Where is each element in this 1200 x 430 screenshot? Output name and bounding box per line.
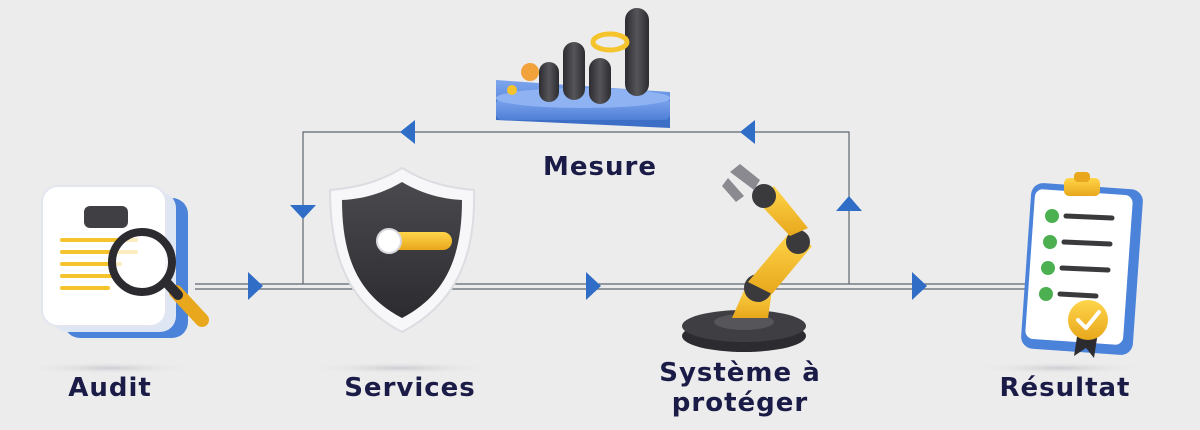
arrow-left-icon <box>740 120 755 144</box>
resultat-shadow <box>970 362 1150 374</box>
services-shadow <box>300 362 500 374</box>
arrow-right-icon <box>912 272 927 300</box>
document-magnifier-icon <box>41 185 209 338</box>
node-label-services: Services <box>344 373 476 403</box>
flow-arrows <box>248 120 927 300</box>
node-label-resultat: Résultat <box>999 373 1131 403</box>
bar-chart-icon <box>496 8 670 128</box>
arrow-right-icon <box>248 272 263 300</box>
audit-shadow <box>20 362 200 374</box>
node-label-audit: Audit <box>68 373 152 403</box>
arrow-down-icon <box>290 205 316 219</box>
node-label-mesure: Mesure <box>543 152 657 182</box>
checklist-clipboard-icon <box>1021 172 1143 358</box>
checklist-items <box>1039 209 1115 301</box>
arrow-left-icon <box>400 120 415 144</box>
arrow-right-icon <box>586 272 601 300</box>
node-label-systeme: Système à protéger <box>659 358 821 418</box>
arrow-up-icon <box>836 196 862 211</box>
shield-toggle-icon <box>328 166 476 334</box>
robot-arm-icon <box>682 164 812 352</box>
